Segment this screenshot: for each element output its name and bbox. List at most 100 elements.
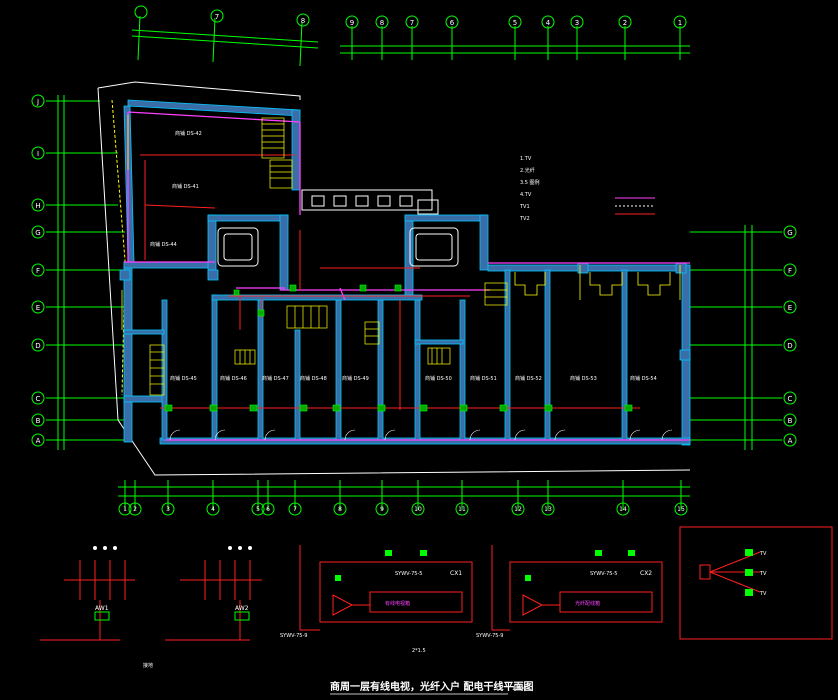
axis-label: 7: [215, 13, 219, 21]
axis-label: A: [36, 437, 41, 445]
axis-label: J: [36, 98, 39, 106]
top-axis-labels: 9 8 7 6 5 4 3 2 1: [350, 19, 682, 27]
bottom-axis-bubbles: [118, 502, 688, 516]
axis-label: 11: [458, 506, 466, 513]
left-axis-bubbles: [31, 94, 45, 447]
plan-legend: 1.TV 2.光纤 3.5 图例 4.TV TV1 TV2: [519, 156, 540, 222]
legend-line: 4.TV: [520, 192, 532, 198]
skew-labels: 7 8: [215, 13, 305, 25]
room-label: 商铺 DS-41: [172, 183, 199, 190]
axis-label: D: [35, 342, 40, 350]
panel-cx1: [299, 545, 473, 631]
room-label: 商铺 DS-47: [262, 375, 289, 382]
box-aw2: [234, 611, 250, 621]
riser-schematic-1: [40, 560, 135, 641]
cable-label: SYWV-75-9: [280, 633, 307, 639]
room-label: 商铺 DS-46: [220, 375, 247, 382]
drawing-scale: 1:100: [512, 686, 526, 692]
building-outline: [97, 81, 691, 476]
axis-label: 13: [544, 506, 552, 513]
riser-schematic-2: [165, 560, 262, 641]
axis-label: F: [36, 267, 40, 275]
box-aw1: [94, 611, 110, 621]
axis-label: 1: [678, 19, 682, 27]
axis-label: 15: [677, 506, 685, 513]
axis-label: 3: [575, 19, 579, 27]
axis-label: 8: [380, 19, 384, 27]
right-detail-terminals: [745, 549, 753, 596]
axis-label: 8: [301, 17, 305, 25]
skew-dimension-bar: [131, 5, 319, 67]
right-axis-labels: G F E D C B A: [787, 229, 792, 445]
axis-label: 1: [123, 506, 127, 513]
equipment-boxes: [164, 284, 633, 412]
schematic-note: 接地: [143, 662, 153, 669]
right-detail-box: [679, 526, 833, 640]
axis-label: 2: [623, 19, 627, 27]
axis-label: F: [788, 267, 792, 275]
room-labels: 商铺 DS-42 商铺 DS-41 商铺 DS-44 商铺 DS-45 商铺 D…: [150, 130, 657, 382]
legend-line: 2.光纤: [520, 167, 535, 174]
riser-schematic-2-dots: [228, 546, 252, 550]
top-dimension-bar: [340, 26, 690, 60]
right-detail-labels: TV TV TV: [759, 551, 767, 597]
axis-label: 10: [414, 506, 422, 513]
axis-label: E: [36, 304, 40, 312]
legend-line: TV1: [519, 204, 530, 210]
box-label: CX2: [640, 570, 652, 577]
right-axis-lines: [690, 225, 782, 450]
room-label: 商铺 DS-45: [170, 375, 197, 382]
axis-label: C: [36, 395, 41, 403]
axis-label: B: [36, 417, 41, 425]
box-label: AW1: [95, 605, 109, 612]
room-label: 商铺 DS-54: [630, 375, 657, 382]
axis-label: 4: [211, 506, 215, 513]
room-label: 商铺 DS-50: [425, 375, 452, 382]
axis-label: 9: [380, 506, 384, 513]
left-axis-lines: [46, 95, 125, 450]
room-label: 商铺 DS-49: [342, 375, 369, 382]
axis-label: 6: [266, 506, 270, 513]
panel-label: 有线电视箱: [385, 600, 410, 607]
axis-label: H: [35, 202, 40, 210]
box-label: AW2: [235, 605, 249, 612]
axis-label: 8: [338, 506, 342, 513]
room-label: 商铺 DS-48: [300, 375, 327, 382]
tv-label: TV: [759, 551, 767, 557]
tv-label: TV: [759, 591, 767, 597]
bottom-dimension-bar: [118, 480, 690, 510]
riser-schematic-1-dots: [93, 546, 117, 550]
stairs: [149, 117, 508, 396]
axis-label: 12: [514, 506, 522, 513]
box-label: CX1: [450, 570, 462, 577]
axis-label: G: [787, 229, 792, 237]
legend-line: 1.TV: [520, 156, 532, 162]
wire-spec: 2*1.5: [412, 648, 426, 654]
panel-cx2: [491, 545, 663, 631]
axis-label: 9: [350, 19, 354, 27]
right-axis-bubbles: [783, 225, 797, 447]
axis-label: 14: [619, 506, 627, 513]
magenta-lines: [124, 111, 690, 441]
room-label: 商铺 DS-42: [175, 130, 202, 137]
axis-label: A: [788, 437, 793, 445]
panel-cx2-terminals: [525, 550, 635, 581]
bottom-axis-labels: 1 2 3 4 5 6 7 8 9 10 11 12 13 14 15: [123, 506, 685, 513]
room-label: 商铺 DS-52: [515, 375, 542, 382]
axis-label: G: [35, 229, 40, 237]
axis-label: 6: [450, 19, 455, 27]
fixtures: [121, 115, 681, 330]
doors: [169, 429, 673, 441]
drawing-title: 商周一层有线电视，光纤入户 配电干线平面图: [330, 680, 533, 693]
room-label: 商铺 DS-53: [570, 375, 597, 382]
red-cable-lines: [140, 154, 640, 410]
top-axis-bubbles: [345, 15, 687, 29]
walls: [119, 99, 691, 446]
axis-label: 4: [546, 19, 551, 27]
left-axis-labels: J I H G F E D C B A: [35, 98, 40, 445]
axis-label: E: [788, 304, 792, 312]
legend-line: 3.5 图例: [520, 179, 540, 186]
cable-label: SYWV-75-5: [395, 571, 422, 577]
room-label: 商铺 DS-51: [470, 375, 497, 382]
